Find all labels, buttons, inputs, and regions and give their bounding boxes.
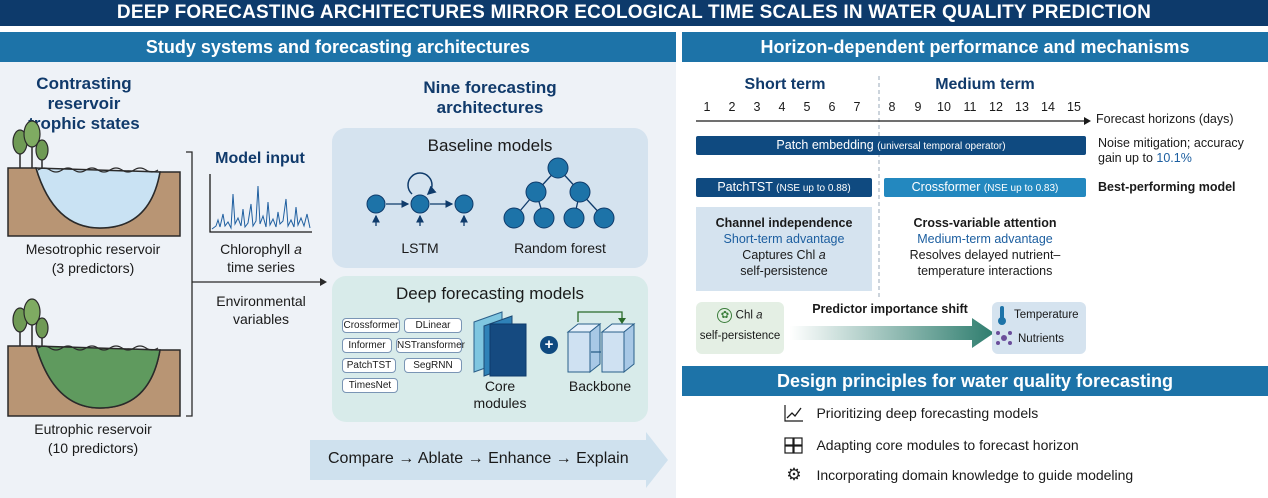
eutrophic-reservoir-illustration [7,298,181,417]
mesotrophic-reservoir-illustration [7,120,181,237]
design-item-3: ⚙ Incorporating domain knowledge to guid… [784,466,1133,488]
architectures-heading: Nine forecasting architectures [423,78,557,117]
noise-mitigation-text: Noise mitigation; accuracy gain up to 10… [1098,136,1244,165]
puzzle-icon [784,436,804,454]
baseline-models-panel [332,128,648,268]
chlorophyll-label: Chlorophyll a time series [220,241,302,275]
drivers-box: Temperature Nutrients [992,302,1086,354]
horizon-11: 11 [963,100,977,114]
horizon-3: 3 [753,100,761,114]
short-term-label: Short term [744,76,826,93]
model-chip-segrnn: SegRNN [404,358,462,373]
model-chip-dlinear: DLinear [404,318,462,333]
left-section-header: Study systems and forecasting architectu… [0,32,676,62]
horizon-9: 9 [914,100,922,114]
channel-independence-box: Channel independence Short-term advantag… [696,207,872,291]
term-divider-line [878,76,880,300]
core-modules-icon [473,311,527,377]
tree-icon [12,298,49,346]
core-modules-label: Core modules [473,378,527,411]
horizon-2: 2 [728,100,736,114]
temperature-label: Temperature [1014,309,1079,321]
horizon-8: 8 [888,100,896,114]
horizon-15: 15 [1067,100,1081,114]
random-forest-diagram [503,157,615,229]
horizon-4: 4 [778,100,786,114]
crossformer-bar: Crossformer (NSE up to 0.83) [884,178,1086,197]
predictor-shift-label: Predictor importance shift [812,302,968,316]
chl-persistence-box: ✿ Chl a self-persistence [696,302,784,354]
reservoir-bracket [186,151,193,417]
eutrophic-label: Eutrophic reservoir (10 predictors) [34,421,152,456]
horizon-10: 10 [937,100,951,114]
model-chip-timesnet: TimesNet [342,378,398,393]
plus-icon: + [540,336,558,354]
chlorophyll-time-series-plot [209,174,312,233]
design-item-2: Adapting core modules to forecast horizo… [784,436,1079,458]
model-chip-crossformer: Crossformer [342,318,400,333]
cross-variable-attention-box: Cross-variable attention Medium-term adv… [884,207,1086,291]
gear-icon: ⚙ [786,465,802,484]
best-model-label: Best-performing model [1098,180,1236,194]
right-section-header: Horizon-dependent performance and mechan… [682,32,1268,62]
nutrients-label: Nutrients [1018,333,1065,345]
leaf-icon: ✿ [717,308,733,323]
model-chip-patchtst: PatchTST [342,358,396,373]
environmental-variables-label: Environmental variables [216,293,306,327]
predictor-shift-arrow [790,318,994,348]
page-title: DEEP FORECASTING ARCHITECTURES MIRROR EC… [0,0,1268,26]
lstm-diagram [366,172,474,226]
workflow-text: Compare → Ablate → Enhance → Explain [328,450,629,467]
nutrients-icon [996,330,1012,346]
medium-term-label: Medium term [935,76,1035,93]
horizon-5: 5 [803,100,811,114]
random-forest-label: Random forest [514,240,606,256]
baseline-models-title: Baseline models [427,136,553,155]
input-to-architecture-arrow [192,278,327,286]
horizon-6: 6 [828,100,836,114]
tree-icon [12,120,49,168]
backbone-icon [566,311,636,374]
thermometer-icon [998,306,1006,326]
forecast-horizon-axis [696,117,1091,125]
patch-embedding-bar: Patch embedding (universal temporal oper… [696,136,1086,155]
model-chip-nstransformer: NSTransformer [396,338,465,353]
mesotrophic-label: Mesotrophic reservoir (3 predictors) [25,241,161,276]
backbone-label: Backbone [568,378,632,394]
deep-models-title: Deep forecasting models [395,284,585,303]
section-divider [676,26,682,498]
reservoir-heading: Contrasting reservoir trophic states [28,74,140,133]
horizon-14: 14 [1041,100,1055,114]
workflow-arrow [310,432,668,488]
design-principles-header: Design principles for water quality fore… [682,366,1268,396]
patchtst-bar: PatchTST (NSE up to 0.88) [696,178,872,197]
model-chip-informer: Informer [342,338,392,353]
horizon-12: 12 [989,100,1003,114]
model-input-heading: Model input [215,150,305,167]
horizon-13: 13 [1015,100,1029,114]
horizon-1: 1 [703,100,711,114]
trend-chart-icon [784,404,804,422]
axis-label: Forecast horizons (days) [1096,112,1234,126]
lstm-label: LSTM [401,240,439,256]
horizon-7: 7 [853,100,861,114]
design-item-1: Prioritizing deep forecasting models [784,404,1038,426]
